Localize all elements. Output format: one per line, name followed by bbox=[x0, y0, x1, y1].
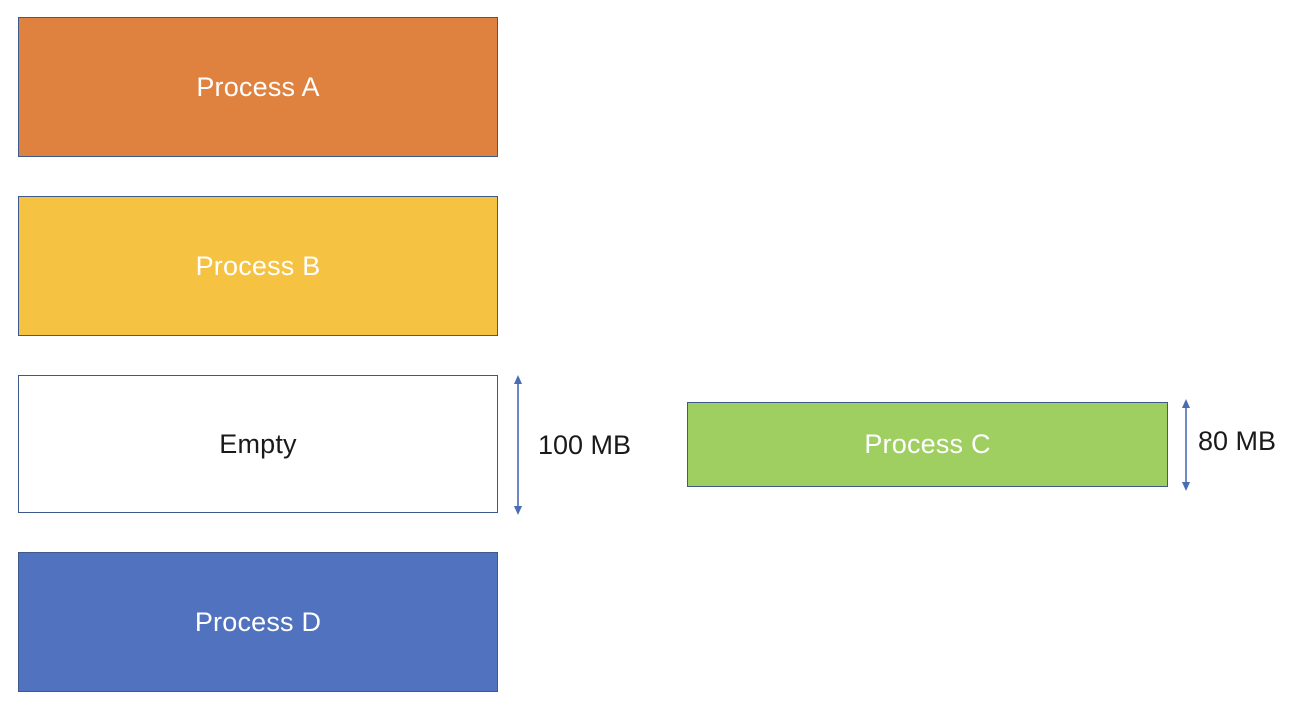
process-d-label: Process D bbox=[194, 606, 322, 637]
process-b-label: Process B bbox=[195, 250, 321, 281]
process-d-block: Process D bbox=[18, 552, 498, 692]
process-c-block: Process C bbox=[687, 402, 1168, 487]
process-c-label: Process C bbox=[864, 429, 991, 459]
empty-block: Empty bbox=[18, 375, 498, 513]
empty-label: Empty bbox=[219, 428, 297, 459]
empty-size-arrow-head-up bbox=[514, 375, 522, 384]
process-c-size-label: 80 MB bbox=[1198, 426, 1277, 456]
process-a-block: Process A bbox=[18, 17, 498, 157]
process-c-size-arrow-head-up bbox=[1182, 399, 1190, 408]
empty-size-arrow-icon bbox=[514, 375, 522, 515]
empty-size-arrow-head-down bbox=[514, 506, 522, 515]
process-b-block: Process B bbox=[18, 196, 498, 336]
process-c-size-arrow-head-down bbox=[1182, 482, 1190, 491]
process-a-label: Process A bbox=[196, 71, 320, 102]
empty-size-label: 100 MB bbox=[538, 430, 632, 460]
process-c-size-arrow-icon bbox=[1182, 399, 1190, 491]
